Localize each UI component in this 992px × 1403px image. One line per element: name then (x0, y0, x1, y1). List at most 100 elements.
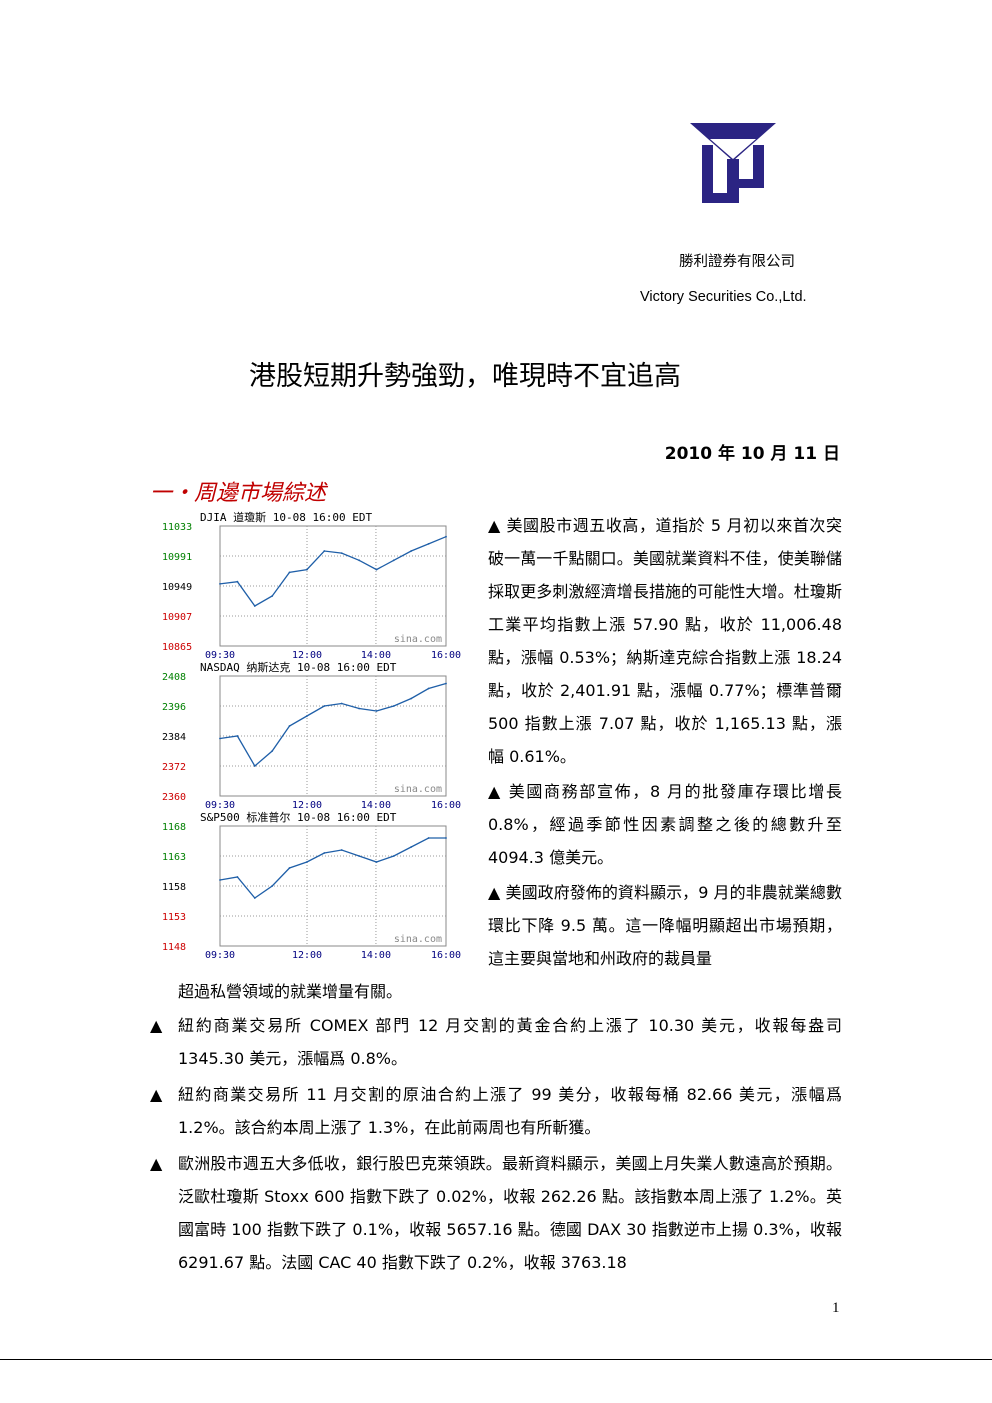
bullet-europe: ▲ 歐洲股市週五大多低收，銀行股巴克萊領跌。最新資料顯示，美國上月失業人數遠高於… (150, 1147, 842, 1279)
sp500-chart-svg: S&P500 标准普尔 10-08 16:00 EDT 1168 1163 1158 1… (162, 810, 461, 959)
data-point (358, 707, 360, 710)
chart-header: S&P500 标准普尔 10-08 16:00 EDT (200, 810, 397, 824)
x-tick-label: 09:30 (205, 650, 235, 659)
data-point (358, 855, 360, 857)
y-tick-label: 2360 (162, 792, 186, 803)
data-point (219, 583, 221, 585)
y-tick-label: 2384 (162, 732, 186, 743)
data-point (306, 861, 308, 863)
footer-rule (0, 1359, 992, 1360)
data-point (427, 837, 430, 839)
chart-header: DJIA 道瓊斯 10-08 16:00 EDT (200, 510, 372, 524)
y-tick-label: 11033 (162, 522, 192, 533)
data-point (219, 737, 221, 740)
data-point (410, 550, 413, 552)
y-tick-label: 10907 (162, 612, 192, 623)
y-tick-label: 10865 (162, 642, 192, 653)
data-point (410, 846, 413, 848)
company-name-cn: 勝利證券有限公司 (679, 254, 795, 270)
plot-frame (219, 675, 447, 797)
bullet-crude-oil: ▲ 紐約商業交易所 11 月交割的原油合約上漲了 99 美分，收報每桶 82.6… (150, 1078, 842, 1144)
triangle-icon: ▲ (150, 1154, 163, 1173)
x-tick-label: 14:00 (361, 650, 391, 659)
data-point (219, 879, 221, 881)
us-market-column: ▲ 美國股市週五收高，道指於 5 月初以來首次突破一萬一千點關口。美國就業資料不… (488, 509, 842, 977)
y-tick-label: 10949 (162, 582, 192, 593)
data-point (236, 580, 239, 583)
data-point (323, 705, 326, 707)
paragraph-nonfarm-payrolls: ▲ 美國政府發佈的資料顯示，9 月的非農就業總數環比下降 9.5 萬。這一降幅明… (488, 883, 842, 968)
djia-chart-svg: DJIA 道瓊斯 10-08 16:00 EDT 11033 10991 10949 1… (162, 510, 461, 659)
chart-djia: DJIA 道瓊斯 10-08 16:00 EDT 11033 10991 10949 1… (162, 509, 472, 659)
x-tick-label: 16:00 (431, 800, 461, 809)
data-point (253, 897, 256, 899)
y-tick-label: 1153 (162, 912, 186, 923)
data-point (445, 837, 447, 839)
data-point (410, 697, 413, 700)
data-point (427, 687, 430, 690)
data-point (236, 735, 239, 737)
company-name-en: Victory Securities Co.,Ltd. (640, 289, 807, 305)
x-tick-label: 12:00 (292, 650, 322, 659)
report-date: 2010 年 10 月 11 日 (664, 444, 840, 464)
continuation-text: 超過私營領域的就業增量有關。 (178, 982, 403, 1001)
data-point (392, 855, 395, 857)
x-tick-label: 16:00 (431, 650, 461, 659)
data-point (340, 849, 343, 851)
y-tick-label: 2372 (162, 762, 186, 773)
data-point (375, 861, 378, 863)
data-point (306, 715, 308, 717)
bullet-text: 歐洲股市週五大多低收，銀行股巴克萊領跌。最新資料顯示，美國上月失業人數遠高於預期… (178, 1154, 842, 1272)
nasdaq-chart-svg: NASDAQ 纳斯达克 10-08 16:00 EDT2408239623842… (162, 661, 461, 809)
y-tick-label: 1158 (162, 882, 186, 893)
y-tick-label: 1168 (162, 822, 186, 833)
paragraph-wholesale-inventory: ▲ 美國商務部宣佈，8 月的批發庫存環比增長 0.8%，經過季節性因素調整之後的… (488, 782, 842, 867)
data-point (323, 550, 326, 552)
watermark: sina.com (394, 784, 442, 795)
company-logo (690, 123, 776, 203)
x-tick-label: 14:00 (361, 800, 391, 809)
data-point (253, 765, 256, 767)
x-tick-label: 14:00 (361, 950, 391, 959)
bullet-gold: ▲ 紐約商業交易所 COMEX 部門 12 月交割的黃金合約上漲了 10.30 … (150, 1009, 842, 1075)
y-tick-label: 2408 (162, 672, 186, 683)
paragraph-continuation: 超過私營領域的就業增量有關。 (178, 975, 842, 1008)
data-point (288, 571, 291, 574)
y-tick-label: 10991 (162, 552, 192, 563)
data-point (392, 705, 395, 707)
data-point (288, 725, 291, 727)
report-title: 港股短期升勢強勁，唯現時不宜追高 (249, 361, 681, 392)
data-point (340, 702, 343, 705)
data-point (288, 867, 291, 869)
data-point (236, 876, 239, 878)
data-point (271, 750, 274, 752)
triangle-icon: ▲ (150, 1085, 163, 1104)
data-point (358, 559, 360, 562)
section-heading: 一・周邊市場綜述 (150, 481, 327, 506)
y-tick-label: 1163 (162, 852, 186, 863)
data-point (306, 568, 308, 571)
market-charts: DJIA 道瓊斯 10-08 16:00 EDT 11033 10991 10949 1… (162, 509, 472, 959)
chart-sp500: S&P500 标准普尔 10-08 16:00 EDT 1168 1163 1158 1… (162, 809, 472, 959)
data-point (445, 535, 447, 538)
watermark: sina.com (394, 634, 442, 645)
x-tick-label: 12:00 (292, 950, 322, 959)
data-point (253, 605, 256, 607)
data-point (271, 595, 274, 597)
index-line (219, 682, 447, 768)
y-tick-label: 1148 (162, 942, 186, 953)
data-point (271, 885, 274, 887)
bullet-list: ▲ 紐約商業交易所 COMEX 部門 12 月交割的黃金合約上漲了 10.30 … (150, 1009, 842, 1282)
data-point (323, 852, 326, 854)
chart-header: NASDAQ 纳斯达克 10-08 16:00 EDT (200, 661, 397, 674)
x-tick-label: 16:00 (431, 950, 461, 959)
data-point (427, 543, 430, 545)
index-line (219, 837, 446, 899)
x-tick-label: 09:30 (205, 950, 235, 959)
triangle-icon: ▲ (150, 1016, 163, 1035)
data-point (340, 552, 343, 554)
bullet-text: 紐約商業交易所 COMEX 部門 12 月交割的黃金合約上漲了 10.30 美元… (178, 1016, 842, 1068)
data-point (375, 710, 378, 712)
data-point (392, 559, 395, 562)
